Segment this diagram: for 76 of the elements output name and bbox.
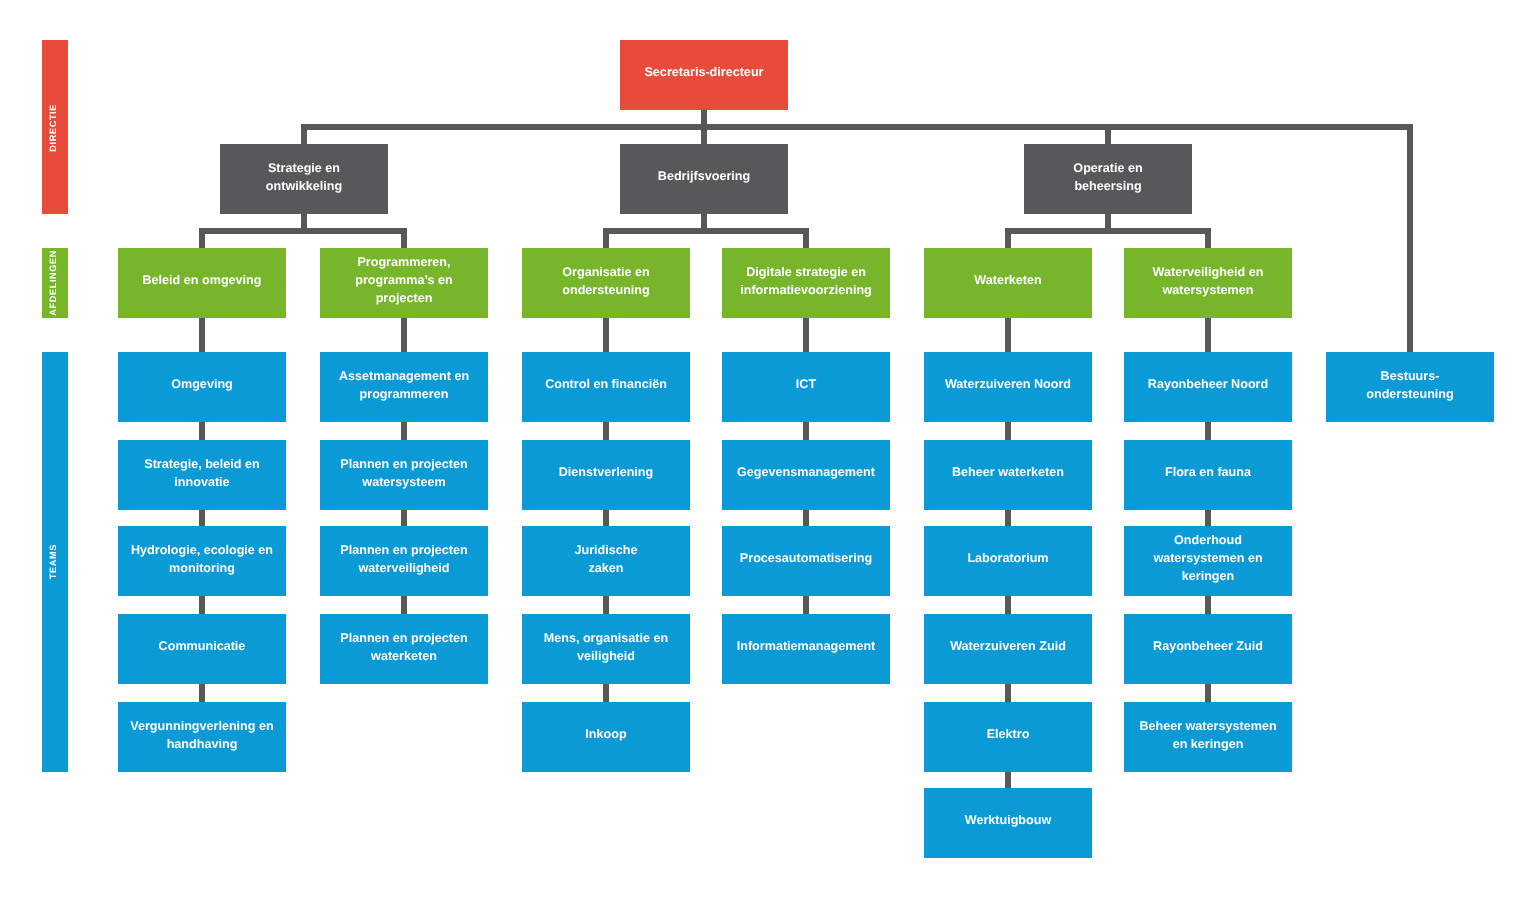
level-band [42,248,68,318]
team-box [522,526,690,596]
connector-line [603,510,609,526]
team-box [118,440,286,510]
connector-line [1205,510,1211,526]
team-box [320,526,488,596]
team-box [722,352,890,422]
connector-line [603,596,609,614]
connector-line [1005,596,1011,614]
team-box [118,352,286,422]
team-box [924,526,1092,596]
department-box [320,248,488,318]
connector-line [803,422,809,440]
team-box [924,788,1092,858]
team-box [118,702,286,772]
team-box [924,440,1092,510]
team-box [1124,352,1292,422]
management-box [620,144,788,214]
team-box [924,702,1092,772]
management-box [1024,144,1192,214]
connector-line [1205,596,1211,614]
management-box [220,144,388,214]
team-box [1124,614,1292,684]
team-box [522,352,690,422]
connector-line [199,422,205,440]
connector-line [1105,214,1211,248]
connector-line [1005,772,1011,788]
connector-line [401,510,407,526]
connector-line [803,318,809,352]
connector-line [803,510,809,526]
team-box [522,614,690,684]
connector-line [199,318,205,352]
department-box [1124,248,1292,318]
connector-line [803,596,809,614]
connector-line [1205,318,1211,352]
team-box [320,440,488,510]
department-box [722,248,890,318]
director-box [620,40,788,110]
team-box [1326,352,1494,422]
team-box [924,352,1092,422]
connector-line [199,684,205,702]
department-box [118,248,286,318]
team-box [522,440,690,510]
level-band [42,40,68,214]
team-box [118,526,286,596]
team-box [118,614,286,684]
connector-line [1005,510,1011,526]
department-box [522,248,690,318]
connector-line [603,684,609,702]
connector-line [199,596,205,614]
connector-line [1005,422,1011,440]
connector-line [701,214,809,248]
connector-line [603,318,609,352]
team-box [722,614,890,684]
connector-line [1205,422,1211,440]
team-box [722,440,890,510]
team-box [320,352,488,422]
team-box [320,614,488,684]
connector-line [1005,684,1011,702]
team-box [722,526,890,596]
department-box [924,248,1092,318]
team-box [1124,440,1292,510]
team-box [1124,702,1292,772]
connector-line [401,596,407,614]
team-box [522,702,690,772]
connector-line [401,422,407,440]
connector-line [199,510,205,526]
connector-line [603,422,609,440]
connector-line [1005,318,1011,352]
connector-line [301,214,407,248]
team-box [924,614,1092,684]
connector-line [401,318,407,352]
level-band [42,352,68,772]
team-box [1124,526,1292,596]
connector-line [701,110,1413,352]
connector-line [1205,684,1211,702]
